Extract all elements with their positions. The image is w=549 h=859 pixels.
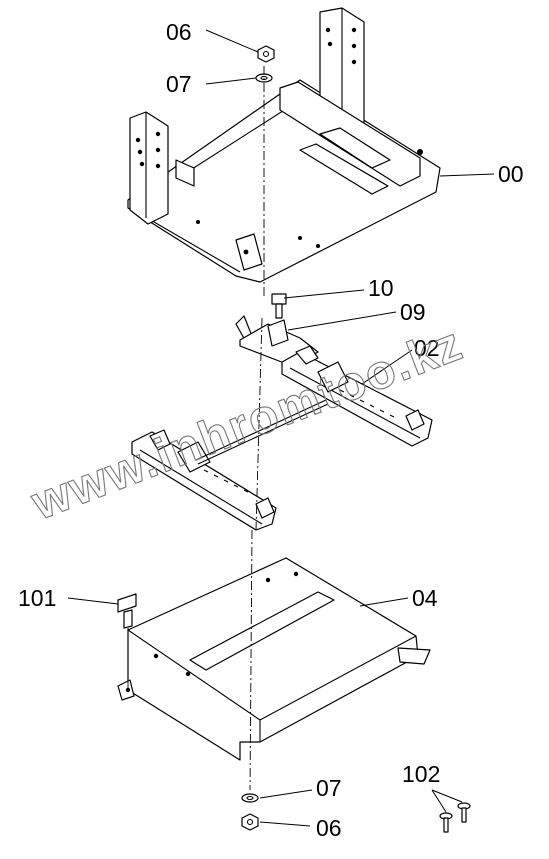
base-plate-part — [117, 557, 431, 761]
label-washer-bottom: 07 — [316, 775, 342, 801]
label-base-plate: 04 — [412, 585, 438, 611]
screws-part — [439, 802, 471, 833]
bolt-bracket-part — [271, 293, 287, 319]
label-bolt-bracket: 10 — [368, 275, 394, 301]
slide-rail-part — [131, 345, 433, 531]
label-nut-top: 06 — [166, 19, 192, 45]
label-seat-frame: 00 — [498, 161, 524, 187]
washer-bottom-part — [241, 793, 259, 803]
bolt-base-part — [117, 593, 137, 629]
nut-bottom-part — [241, 813, 259, 831]
seat-frame-part — [127, 7, 441, 283]
assembly-axis-lower — [249, 529, 253, 791]
label-bracket: 09 — [400, 299, 426, 325]
label-screws: 102 — [402, 761, 440, 787]
label-nut-bottom: 06 — [316, 815, 342, 841]
label-washer-top: 07 — [166, 71, 192, 97]
assembly-axis-middle — [255, 317, 263, 531]
nut-top-part — [257, 45, 275, 63]
label-bolt-base: 101 — [18, 585, 56, 611]
label-slide-rail: 02 — [414, 335, 440, 361]
